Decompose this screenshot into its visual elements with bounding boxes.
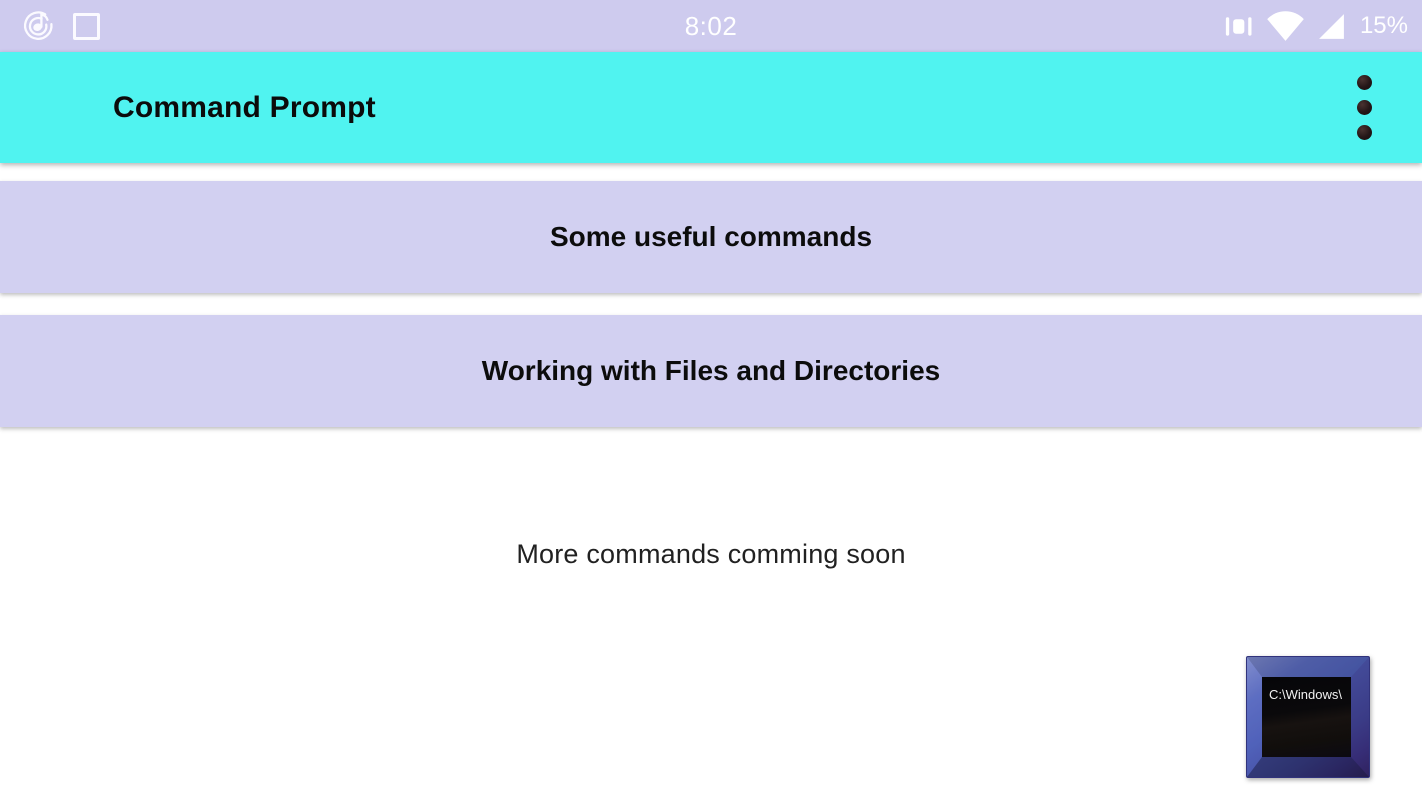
screenshot-notification-icon <box>73 12 100 40</box>
coming-soon-text: More commands comming soon <box>516 539 906 569</box>
cellular-signal-icon <box>1316 11 1347 42</box>
overflow-dot-icon <box>1356 75 1372 90</box>
status-bar-system-icons: 15% <box>1222 0 1408 52</box>
wifi-icon <box>1264 10 1307 42</box>
battery-percent: 15% <box>1359 12 1408 39</box>
app-bar: Command Prompt <box>0 52 1422 163</box>
command-prompt-floating-icon[interactable]: C:\Windows\ <box>1246 656 1370 778</box>
page-title: Command Prompt <box>113 90 376 124</box>
status-bar: 8:02 15% <box>0 0 1422 52</box>
overflow-dot-icon <box>1356 125 1372 140</box>
button-some-useful-commands[interactable]: Some useful commands <box>0 181 1422 293</box>
button-working-with-files-and-directories[interactable]: Working with Files and Directories <box>0 315 1422 427</box>
overflow-menu-button[interactable] <box>1348 52 1380 163</box>
icon-screen-text: C:\Windows\ <box>1269 687 1342 702</box>
icon-terminal-screen: C:\Windows\ <box>1262 677 1351 757</box>
clock: 8:02 <box>684 10 738 41</box>
overflow-dot-icon <box>1356 100 1372 115</box>
status-bar-notifications <box>20 0 100 52</box>
icon-bevel-frame: C:\Windows\ <box>1247 657 1369 777</box>
music-player-notification-icon <box>20 8 56 44</box>
vibrate-icon <box>1222 9 1255 43</box>
